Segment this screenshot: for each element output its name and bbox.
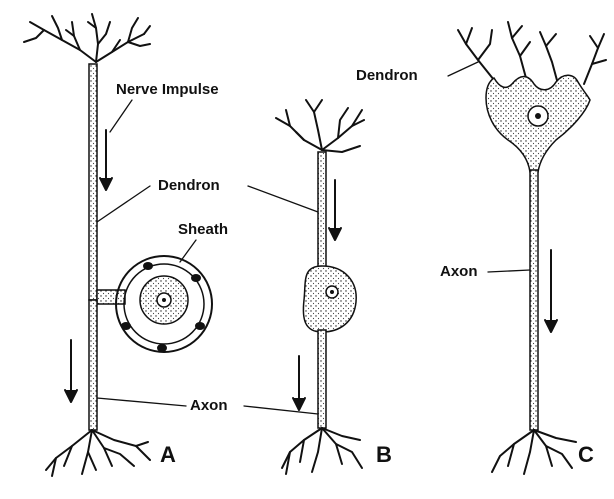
neuron-c — [457, 21, 607, 475]
leader-axon-b — [243, 405, 319, 415]
neuron-letter-b: B — [376, 442, 392, 467]
label-axon-c: Axon — [440, 263, 478, 280]
leader-dendron-b — [247, 185, 319, 213]
neuron-letter-c: C — [578, 442, 594, 467]
neuron-b-cell-body — [302, 265, 357, 333]
neuron-a-impulse-arrow-top — [99, 129, 113, 191]
leader-nerve-impulse — [109, 99, 133, 133]
neuron-b — [275, 99, 365, 475]
neuron-a-sheath-nuclei — [121, 262, 205, 352]
neuron-c-impulse-arrow — [544, 249, 558, 333]
neuron-a-branch — [96, 289, 126, 305]
neuron-letter-a: A — [160, 442, 176, 467]
neuron-a — [23, 13, 213, 477]
neuron-b-terminals — [281, 427, 363, 475]
leader-axon-a — [96, 397, 187, 407]
neuron-b-impulse-arrow-bottom — [292, 355, 306, 411]
label-dendron-a: Dendron — [158, 177, 220, 194]
neuron-c-dendrites — [457, 21, 607, 85]
neuron-b-axon — [317, 329, 327, 429]
neuron-c-nucleus — [535, 113, 541, 119]
label-nerve-impulse: Nerve Impulse — [116, 81, 219, 98]
neuron-a-impulse-arrow-bottom — [64, 339, 78, 403]
neuron-b-dendron — [317, 151, 327, 269]
leader-lines — [96, 61, 531, 415]
neuron-a-dendrites — [23, 13, 151, 63]
neuron-a-terminals — [45, 429, 151, 477]
neuron-c-axon — [529, 169, 539, 431]
leader-dendron-c — [447, 61, 479, 77]
neuron-b-dendrites — [275, 99, 365, 153]
neuron-b-impulse-arrow-top — [328, 179, 342, 241]
neuron-a-sheath — [115, 255, 213, 353]
label-sheath: Sheath — [178, 221, 229, 238]
label-dendron-c: Dendron — [356, 67, 418, 84]
leader-dendron-a — [96, 185, 151, 223]
leader-sheath — [179, 239, 197, 263]
label-axon: Axon — [190, 397, 228, 414]
neuron-a-axon — [88, 299, 98, 431]
neuron-c-terminals — [491, 429, 577, 475]
neuron-a-dendron — [88, 63, 98, 301]
leader-axon-c — [487, 269, 531, 273]
